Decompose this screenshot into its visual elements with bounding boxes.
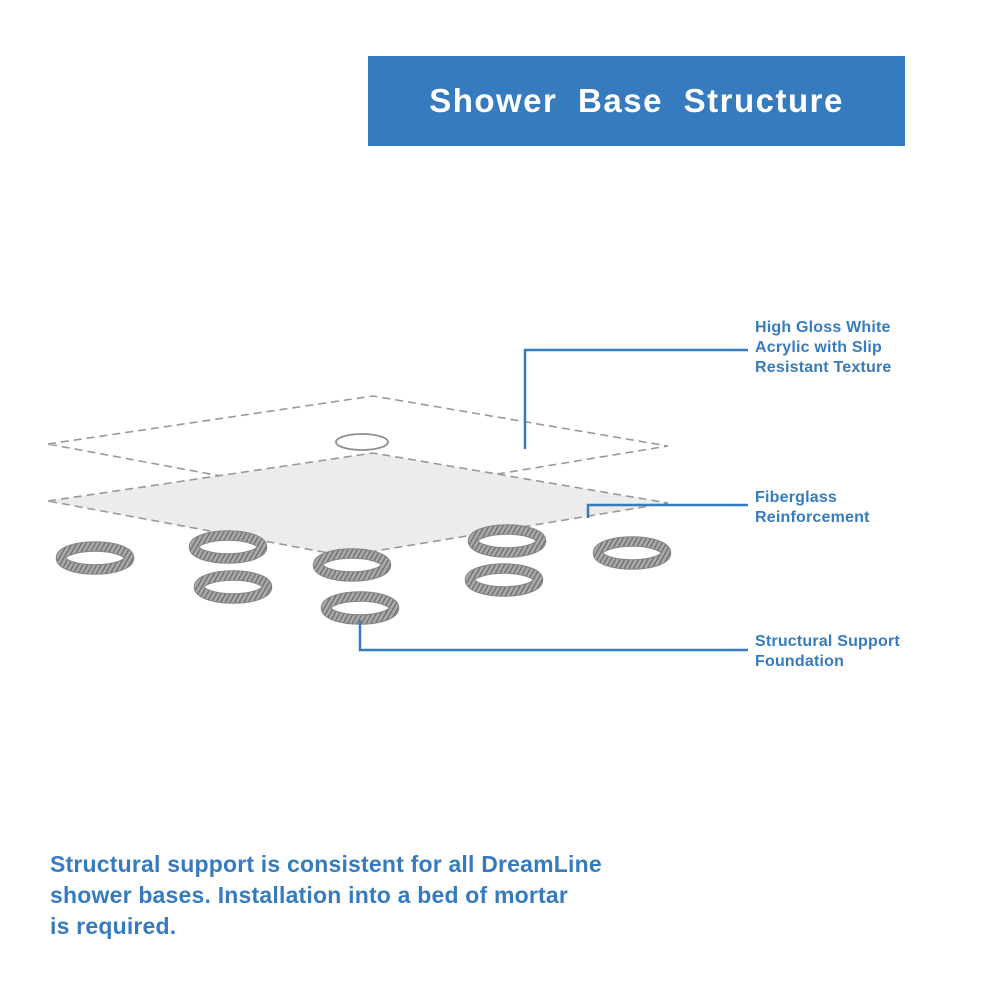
page-title: Shower Base Structure xyxy=(429,82,844,119)
support-ring xyxy=(194,536,262,559)
callout-support-label: Structural Support Foundation xyxy=(755,633,900,670)
drain-ellipse xyxy=(335,433,389,451)
support-ring xyxy=(326,597,394,620)
callout-acrylic-label: High Gloss White Acrylic with Slip Resis… xyxy=(755,319,892,376)
title-banner: Shower Base Structure xyxy=(368,56,905,146)
footer-note: Structural support is consistent for all… xyxy=(50,851,602,939)
support-ring xyxy=(473,530,541,553)
callout-fiberglass-label: Fiberglass Reinforcement xyxy=(755,489,870,526)
callout-line-support xyxy=(358,620,748,652)
callout-line-fiberglass xyxy=(586,503,748,518)
support-ring xyxy=(61,547,129,570)
support-ring xyxy=(470,569,538,592)
support-ring xyxy=(318,554,386,577)
fiberglass-layer xyxy=(47,452,669,557)
support-ring xyxy=(199,576,267,599)
callout-line-acrylic xyxy=(523,348,748,449)
support-ring xyxy=(598,542,666,565)
